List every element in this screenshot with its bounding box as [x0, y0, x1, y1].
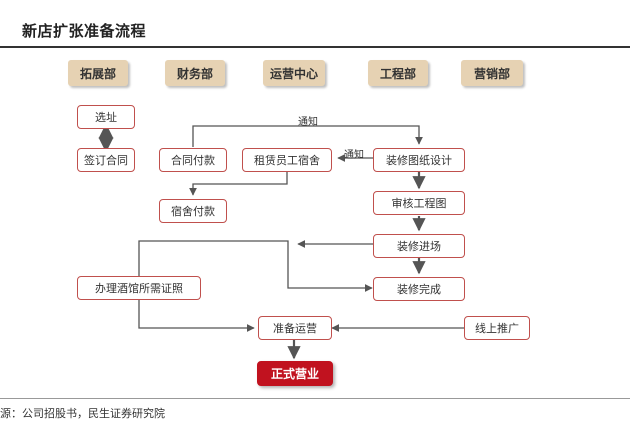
node-contract-payment: 合同付款: [159, 148, 227, 172]
node-sign-contract: 签订合同: [77, 148, 135, 172]
node-site-selection: 选址: [77, 105, 135, 129]
edge-label-notify: 通知: [344, 150, 364, 161]
node-construction-done: 装修完成: [373, 277, 465, 301]
node-online-promo: 线上推广: [464, 316, 530, 340]
edge-dorm-dormpay: [189, 172, 288, 196]
edge-label-notify: 通知: [298, 117, 318, 128]
dept-engineering: 工程部: [368, 60, 428, 86]
node-licenses: 办理酒馆所需证照: [77, 276, 201, 300]
node-construction-start: 装修进场: [373, 234, 465, 258]
edge-license-done: [138, 240, 373, 292]
node-prep-ops: 准备运营: [258, 316, 332, 340]
footer-divider: [0, 398, 630, 399]
node-design: 装修图纸设计: [373, 148, 465, 172]
node-dorm-payment: 宿舍付款: [159, 199, 227, 223]
page-title: 新店扩张准备流程: [22, 22, 147, 40]
title-divider: [0, 46, 630, 48]
node-rent-dorm: 租赁员工宿舍: [242, 148, 332, 172]
edge-license-prep: [138, 300, 255, 332]
dept-expansion: 拓展部: [68, 60, 128, 86]
dept-finance: 财务部: [165, 60, 225, 86]
source-note: 源：公司招股书，民生证券研究院: [0, 407, 165, 420]
node-opening: 正式营业: [257, 361, 333, 386]
dept-operations-center: 运营中心: [263, 60, 325, 86]
edge-payment-design: [192, 125, 423, 147]
dept-marketing: 营销部: [461, 60, 523, 86]
node-review: 审核工程图: [373, 191, 465, 215]
